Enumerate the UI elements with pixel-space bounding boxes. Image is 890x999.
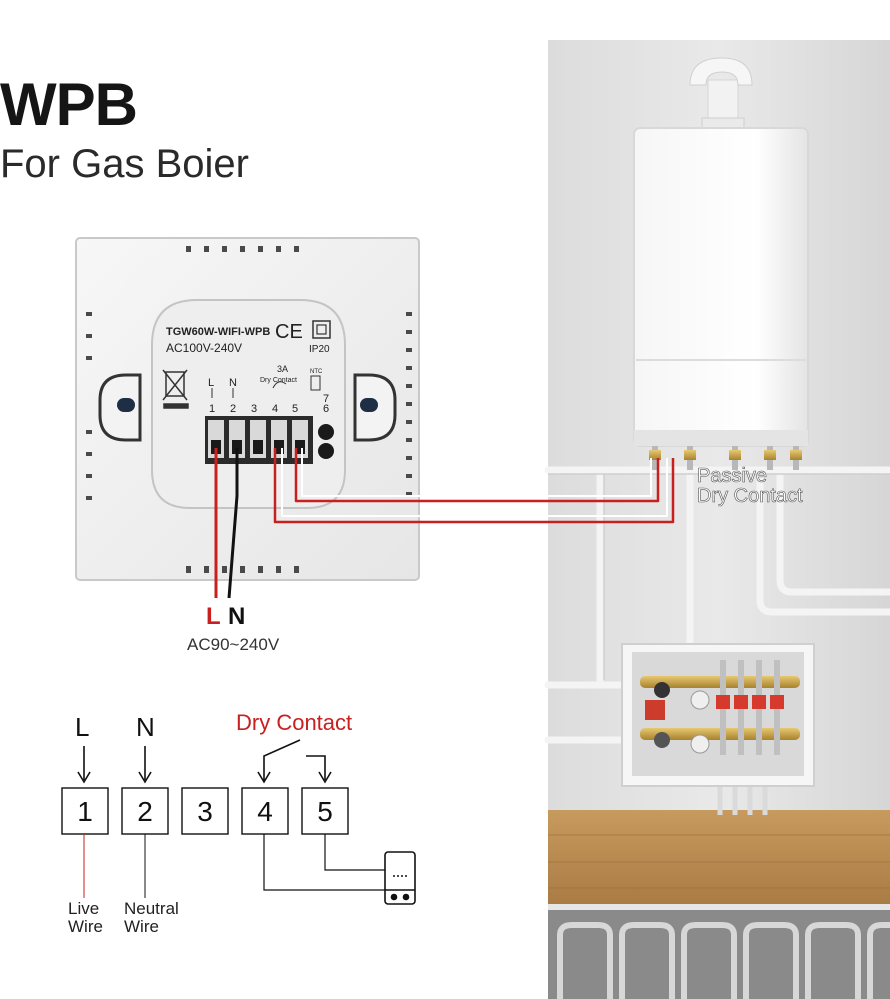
device-terminal-number: 4: [272, 403, 278, 415]
neutral-wire: [227, 448, 239, 599]
supply-voltage: AC90~240V: [187, 635, 280, 654]
schematic-dry-contact-label: Dry Contact: [236, 710, 352, 735]
live-wire-label: Wire: [68, 917, 103, 936]
dry-contact-wire-b: [294, 448, 660, 503]
thermostat-back: TGW60W-WIFI-WPB CE IP20 AC100V-240V 3A D…: [75, 237, 420, 581]
device-current: 3A: [277, 364, 288, 374]
room-scene: Passive Dry Contact: [544, 40, 890, 999]
schematic-terminal-5: 5: [317, 796, 333, 827]
device-terminal-number: 3: [251, 403, 257, 415]
device-model: TGW60W-WIFI-WPB: [166, 326, 270, 338]
schematic-terminal-2: 2: [137, 796, 153, 827]
device-ntc-number: 6: [323, 403, 329, 415]
dry-contact-wire-a: [273, 448, 675, 524]
neutral-wire-letter: N: [228, 603, 245, 630]
gas-boiler: [633, 57, 809, 470]
device-terminal-letter: L: [208, 377, 214, 389]
neutral-wire-label: Wire: [124, 917, 159, 936]
schematic-terminal-box: [181, 787, 229, 835]
live-wire-label: Live: [68, 899, 99, 918]
wood-floor: [548, 810, 890, 910]
schematic: L N Dry Contact: [61, 710, 416, 936]
ce-mark: CE: [275, 321, 303, 343]
neutral-wire-label: Neutral: [124, 899, 179, 918]
ip-rating: IP20: [309, 344, 330, 355]
schematic-label-l: L: [75, 712, 89, 742]
manifold-cabinet: [621, 643, 815, 787]
page-title: WPB: [0, 71, 138, 138]
device-dry-contact: Dry Contact: [260, 377, 297, 384]
boiler-label-line1: Passive: [697, 465, 767, 487]
schematic-terminal-box: [241, 787, 289, 835]
ip20-box-icon: [312, 320, 331, 339]
device-voltage: AC100V-240V: [166, 341, 242, 355]
device-terminal-number: 5: [292, 403, 298, 415]
device-terminal-number: 1: [209, 403, 215, 415]
wiring: [214, 448, 675, 599]
device-terminal-number: 2: [230, 403, 236, 415]
page-subtitle: For Gas Boier: [0, 142, 249, 186]
device-ntc-number: 7: [323, 393, 329, 405]
weee-bin-icon: [162, 369, 189, 409]
boiler-icon: [384, 851, 416, 905]
boiler-label-line2: Dry Contact: [697, 485, 803, 507]
live-wire-letter: L: [206, 603, 221, 630]
schematic-terminal-1: 1: [77, 796, 93, 827]
schematic-terminal-box: [61, 787, 109, 835]
schematic-label-n: N: [136, 712, 155, 742]
device-terminal-letter: N: [229, 377, 237, 389]
schematic-terminal-3: 3: [197, 796, 213, 827]
schematic-terminal-4: 4: [257, 796, 273, 827]
device-ntc: NTC: [310, 369, 323, 375]
